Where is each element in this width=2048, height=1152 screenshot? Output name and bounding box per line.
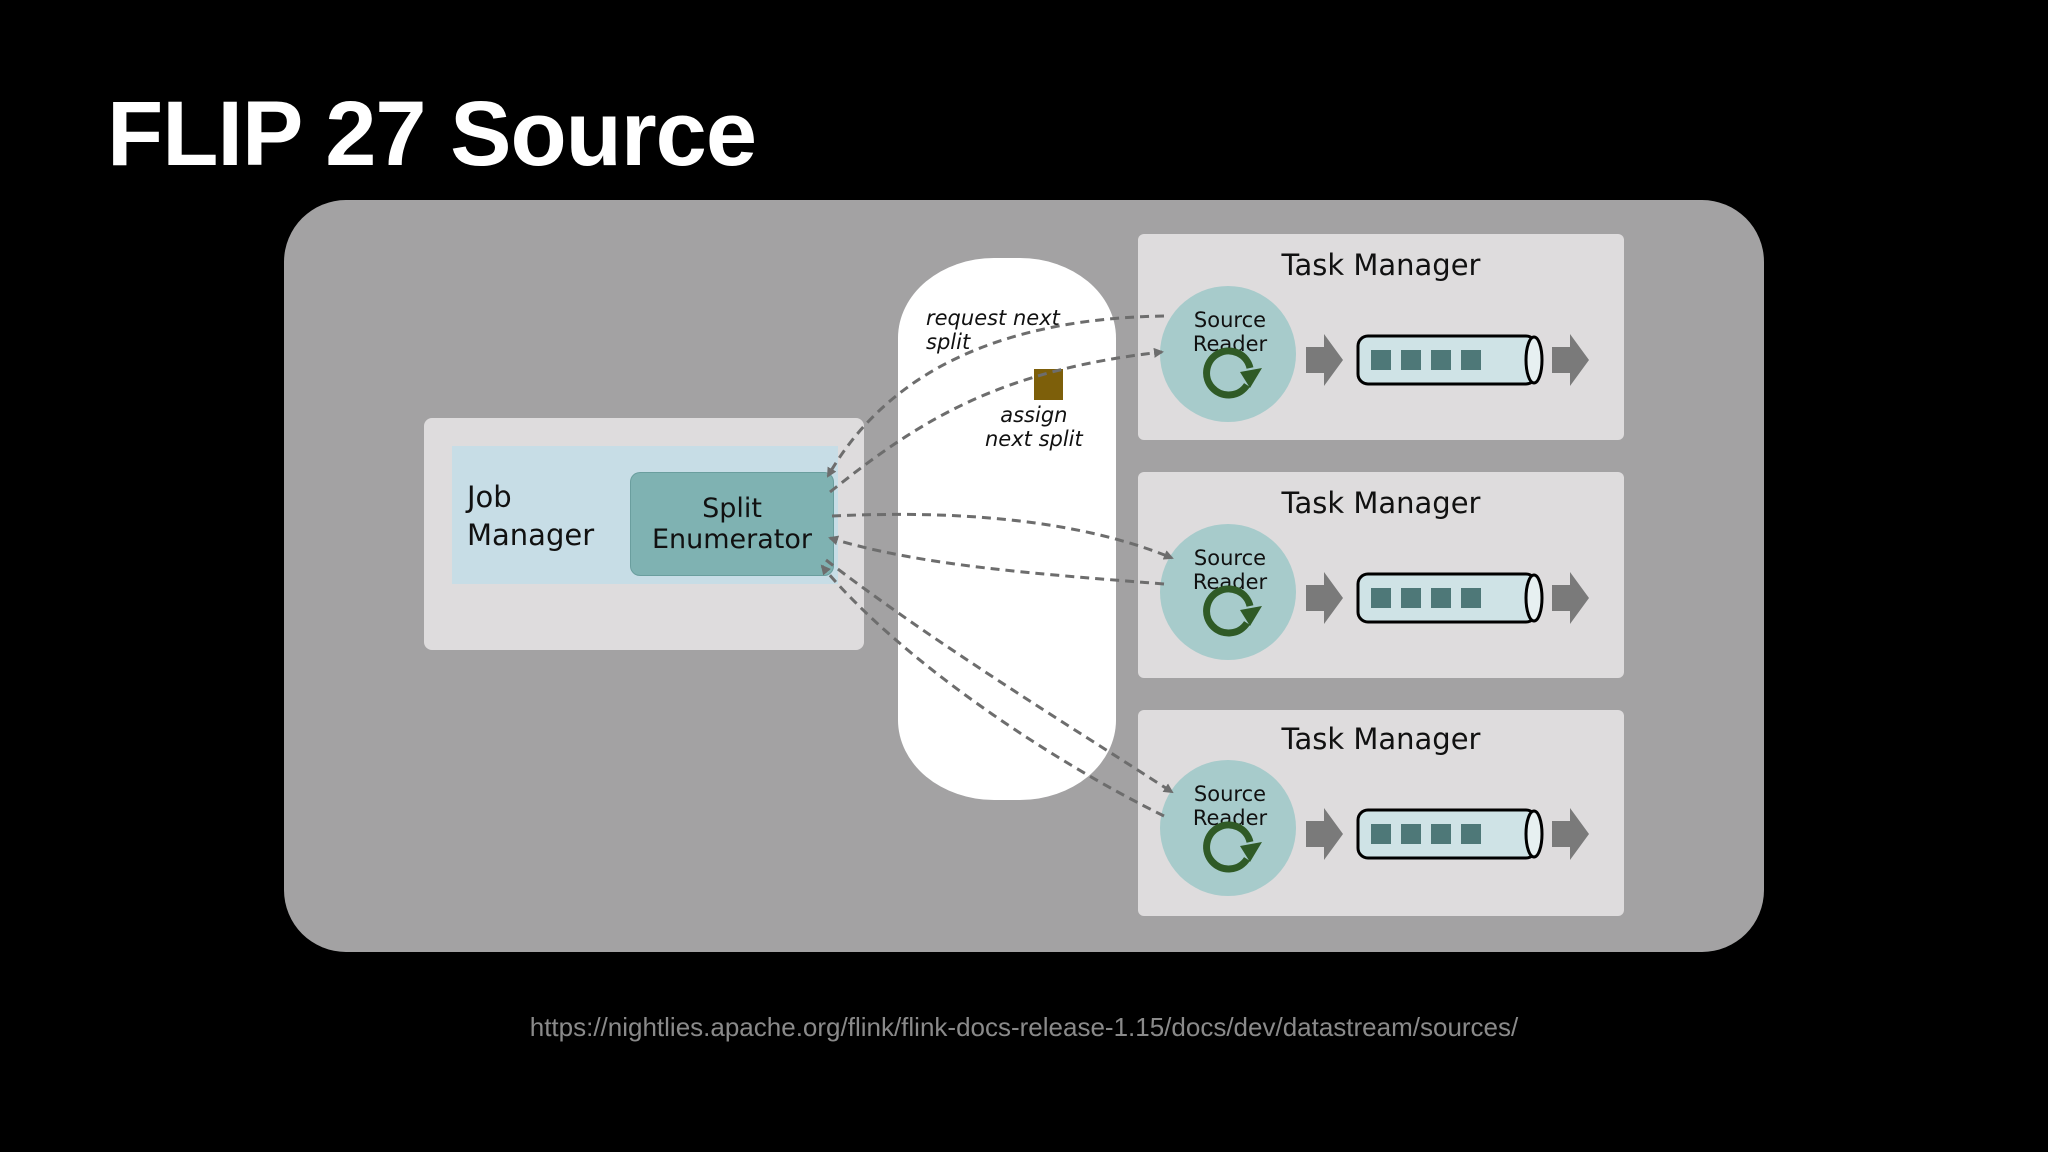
- flow-arrow-out-1: [1552, 334, 1589, 386]
- task-manager-title-1: Task Manager: [1281, 248, 1481, 282]
- assign-line-3: [825, 558, 1174, 794]
- job-manager-label: Job Manager: [467, 478, 627, 554]
- reader-loop-arrowhead-3: [1240, 842, 1262, 862]
- assign-line-2: [831, 512, 1174, 560]
- assign-label-line1: assign: [1000, 403, 1068, 427]
- task-manager-title-2: Task Manager: [1281, 486, 1481, 520]
- reader-loop-arrowhead-2: [1240, 606, 1262, 626]
- source-reader-label-2-line1: Source: [1193, 546, 1267, 570]
- split-enumerator-label-line1: Split: [702, 493, 762, 524]
- source-reader-label-3: Source Reader: [1162, 782, 1298, 830]
- queue-3: [1356, 808, 1544, 860]
- source-reader-label-3-line1: Source: [1193, 782, 1267, 806]
- job-manager-label-line1: Job: [467, 480, 512, 514]
- source-url[interactable]: https://nightlies.apache.org/flink/flink…: [529, 1012, 1519, 1042]
- job-manager-label-line2: Manager: [467, 518, 595, 552]
- request-next-split-label: request next split: [926, 306, 1060, 354]
- flow-arrow-in-3: [1306, 808, 1343, 860]
- reader-loop-arrowhead-1: [1240, 368, 1262, 388]
- assign-line-1: [829, 347, 1164, 494]
- queue-1: [1356, 334, 1544, 386]
- flow-arrow-in-2: [1306, 572, 1343, 624]
- reader-loop-icon-1: [1203, 347, 1254, 399]
- request-line-2: [828, 535, 1165, 586]
- source-reader-label-1-line1: Source: [1193, 308, 1267, 332]
- reader-loop-icon-2: [1203, 585, 1254, 637]
- split-enumerator-box: Split Enumerator: [630, 472, 834, 576]
- assign-next-split-label: assign next split: [985, 403, 1083, 451]
- flow-arrow-out-3: [1552, 808, 1589, 860]
- flow-arrow-in-1: [1306, 334, 1343, 386]
- request-line-1: [826, 314, 1165, 478]
- request-label-line2: split: [926, 330, 971, 354]
- assign-label-line2: next split: [985, 427, 1083, 451]
- split-enumerator-label-line2: Enumerator: [651, 524, 813, 555]
- flow-arrow-out-2: [1552, 572, 1589, 624]
- reader-loop-icon-3: [1203, 821, 1254, 873]
- request-line-3: [820, 564, 1165, 818]
- queue-2: [1356, 572, 1544, 624]
- request-label-line1: request next: [926, 306, 1060, 330]
- slide-title: FLIP 27 Source: [107, 83, 757, 185]
- task-manager-title-3: Task Manager: [1281, 722, 1481, 756]
